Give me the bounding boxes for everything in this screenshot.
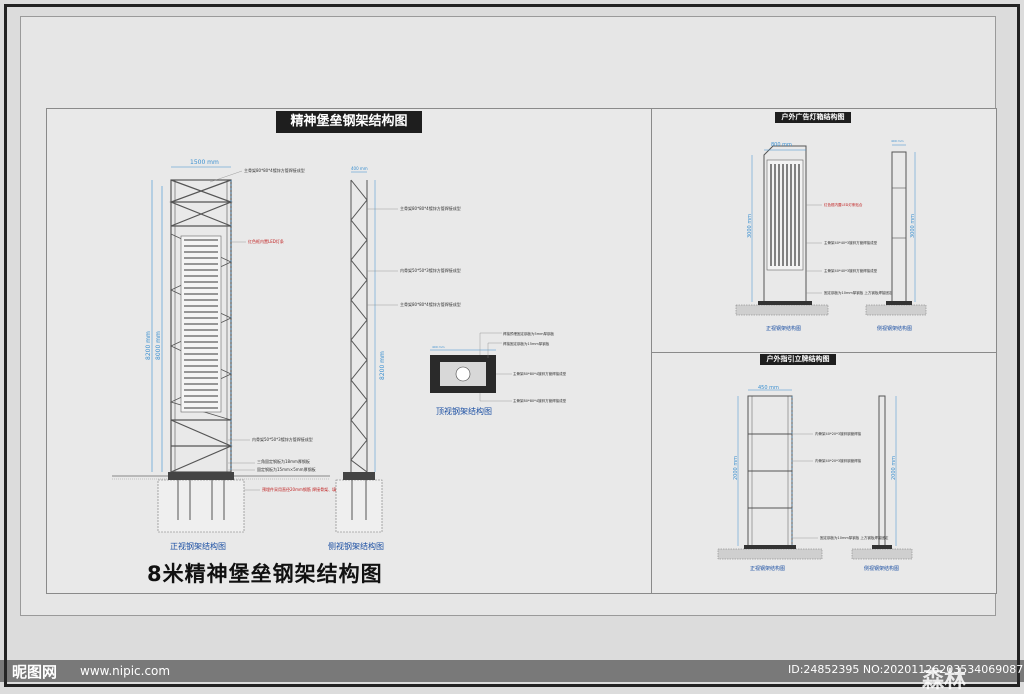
watermark-id: ID:24852395 NO:20201126203534069087: [788, 663, 1024, 676]
watermark-bar: [0, 660, 1024, 682]
guide-front-base: [717, 545, 823, 560]
big-title: 8米精神堡垒钢架结构图: [147, 562, 383, 586]
label-lb-inner: 主骨架40*40*3镀锌方管焊接成型: [824, 268, 878, 273]
lightbox-front-base: [735, 301, 829, 316]
lightbox-side: [891, 151, 907, 303]
label-main-tube: 主骨架80*80*4镀锌方管焊接成型: [244, 167, 305, 173]
caption-front-view: 正视钢架结构图: [170, 542, 226, 551]
label-guide-inner: 内骨架40*20*3镀锌钢管焊接: [815, 458, 862, 463]
caption-lb-side: 侧视钢架结构图: [877, 326, 913, 332]
label-top3: 主骨架80*80*4镀锌方管焊接成型: [513, 371, 567, 376]
lightbox-title-tag: 户外广告灯箱结构图: [775, 112, 851, 123]
label-side-main: 主骨架80*80*4镀锌方管焊接成型: [400, 205, 461, 211]
label-top1: 焊接预埋固定钢板为5mm厚钢板: [503, 331, 555, 336]
dim-lb-side-height: 3000 mm: [910, 214, 916, 238]
label-top4: 主骨架80*80*4镀锌方管焊接成型: [513, 398, 567, 403]
label-side-main2: 主骨架80*80*4镀锌方管焊接成型: [400, 301, 461, 307]
watermark-brand: 森林: [922, 667, 967, 693]
dim-guide-side-height: 2000 mm: [891, 456, 897, 480]
side-foundation: [335, 472, 383, 533]
lightbox-front: [763, 145, 807, 303]
lightbox-bars: [770, 164, 800, 266]
label-lb-plate: 固定钢板为10mm厚钢板 上方钢板焊接固定: [824, 290, 893, 295]
label-guide-plate: 固定钢板为10mm厚钢板 上方钢板焊接固定: [820, 535, 889, 540]
main-title-tag: 精神堡垒钢架结构图: [276, 111, 422, 133]
dim-lb-side-width: 400 mm: [891, 139, 904, 143]
lightbox-side-base: [865, 301, 927, 316]
label-guide-main: 内骨架40*20*3镀锌钢管焊接: [815, 431, 862, 436]
dim-side-width: 400 mm: [351, 166, 368, 171]
caption-guide-front: 正视钢架结构图: [750, 566, 786, 572]
label-top2: 焊接固定钢板为15mm厚钢板: [503, 341, 550, 346]
label-inner: 内骨架50*50*3镀锌方管焊接成型: [252, 436, 313, 442]
front-foundation: [112, 472, 330, 533]
guide-front: [747, 395, 793, 547]
guide-side-base: [851, 545, 913, 560]
led-bars: [184, 239, 218, 409]
watermark-url: www.nipic.com: [80, 664, 171, 678]
label-anchor: 预埋件采用直径20mm钢筋 焊接骨架、填浇灌土: [262, 486, 348, 492]
panel-guide-sign: [651, 352, 997, 594]
label-lb-red: 红色框内置LED灯条贴合: [824, 202, 863, 207]
dim-top-width: 400 mm: [432, 345, 445, 349]
caption-guide-side: 侧视钢架结构图: [864, 566, 900, 572]
label-plate: 三角固定钢板为18mm厚钢板: [257, 458, 310, 464]
front-dimension-lines: [151, 166, 231, 472]
caption-lb-front: 正视钢架结构图: [766, 326, 802, 332]
label-side-inner: 内骨架50*50*3镀锌方管焊接成型: [400, 267, 461, 273]
label-lb-main: 主骨架40*40*3镀锌方管焊接成型: [824, 240, 878, 245]
label-red-box: 红色框内置LED灯条: [248, 238, 284, 244]
dim-front-h2: 8000 mm: [155, 331, 162, 360]
guide-title-tag: 户外指引立牌结构图: [760, 354, 836, 365]
dim-guide-height: 2000 mm: [733, 456, 739, 480]
guide-side: [878, 395, 886, 547]
panel-main-structure: [46, 108, 652, 594]
dim-guide-width: 450 mm: [758, 385, 779, 391]
dim-lb-width: 800 mm: [771, 142, 792, 148]
caption-top-view: 顶视钢架结构图: [436, 407, 492, 416]
label-plate2: 固定钢板为15mm×5mm厚钢板: [257, 466, 316, 472]
watermark-logo: 昵图网: [12, 663, 58, 681]
dim-front-width: 1500 mm: [190, 159, 219, 166]
dim-side-height: 8200 mm: [379, 351, 386, 380]
caption-side-view: 侧视钢架结构图: [328, 542, 384, 551]
top-view: [430, 349, 496, 393]
side-view-frame: [350, 179, 368, 473]
dim-front-h1: 8200 mm: [145, 331, 152, 360]
dim-lb-height: 3000 mm: [747, 214, 753, 238]
